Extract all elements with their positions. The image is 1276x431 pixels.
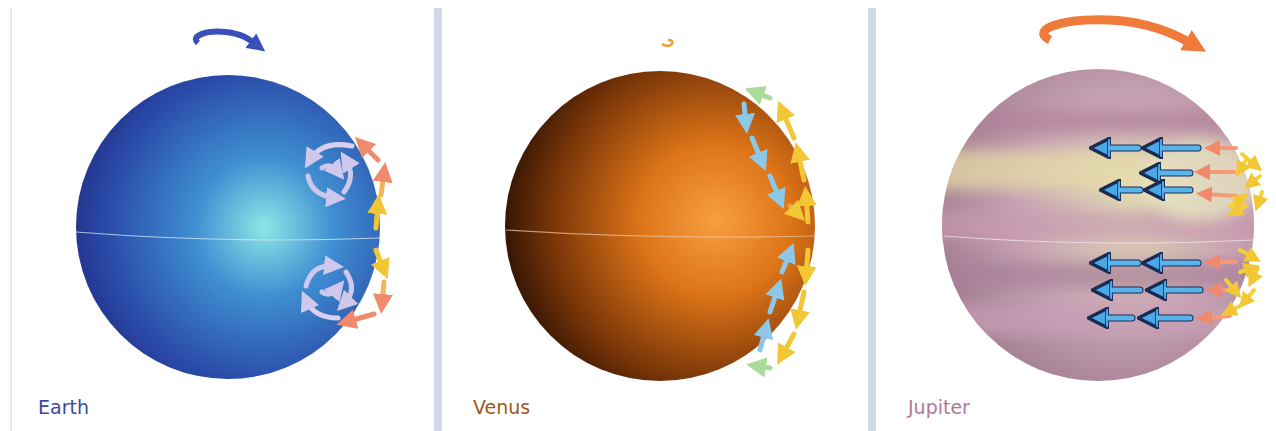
planet-name: Earth: [38, 396, 89, 418]
planet-name: Jupiter: [908, 396, 970, 418]
planet-name: Venus: [473, 396, 530, 418]
